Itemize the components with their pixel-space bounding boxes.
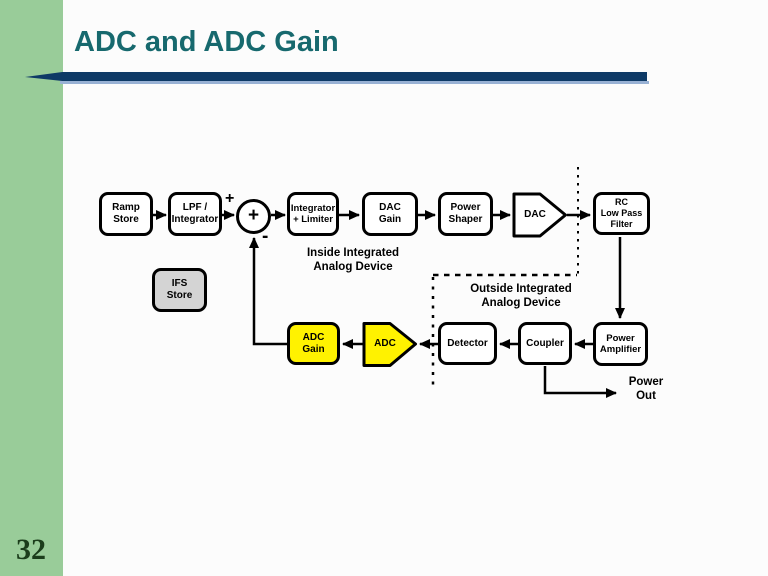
node-adc-gain: ADC Gain bbox=[287, 322, 340, 365]
title-rule-shadow bbox=[60, 81, 649, 84]
node-rc-low-pass-filter: RC Low Pass Filter bbox=[593, 192, 650, 235]
power-out-label: Power Out bbox=[628, 376, 664, 403]
dac-pentagon-label: DAC bbox=[524, 208, 546, 220]
slide-title: ADC and ADC Gain bbox=[74, 26, 339, 58]
node-lpf-integrator: LPF / Integrator bbox=[168, 192, 222, 236]
node-integrator-limiter: Integrator + Limiter bbox=[287, 192, 339, 236]
sum-plus-sign: + bbox=[225, 190, 235, 207]
node-dac-gain: DAC Gain bbox=[362, 192, 418, 236]
inside-region-label: Inside Integrated Analog Device bbox=[306, 247, 400, 274]
node-coupler: Coupler bbox=[518, 322, 572, 365]
node-ifs-store: IFS Store bbox=[152, 268, 207, 312]
page-number: 32 bbox=[16, 533, 46, 566]
node-detector: Detector bbox=[438, 322, 497, 365]
power-out-path bbox=[543, 366, 617, 398]
dac-pentagon bbox=[512, 192, 567, 238]
adc-pentagon-label: ADC bbox=[374, 338, 396, 349]
adc-pentagon bbox=[362, 322, 417, 367]
node-ramp-store: Ramp Store bbox=[99, 192, 153, 236]
feedback-path-adcgain-to-sum bbox=[249, 237, 287, 346]
outside-region-label: Outside Integrated Analog Device bbox=[470, 283, 572, 310]
node-power-shaper: Power Shaper bbox=[438, 192, 493, 236]
node-sum-junction: + bbox=[236, 199, 271, 234]
node-power-amplifier: Power Amplifier bbox=[593, 322, 648, 366]
title-rule bbox=[25, 72, 647, 81]
sum-minus-sign: - bbox=[262, 226, 269, 247]
left-green-stripe bbox=[0, 0, 63, 576]
